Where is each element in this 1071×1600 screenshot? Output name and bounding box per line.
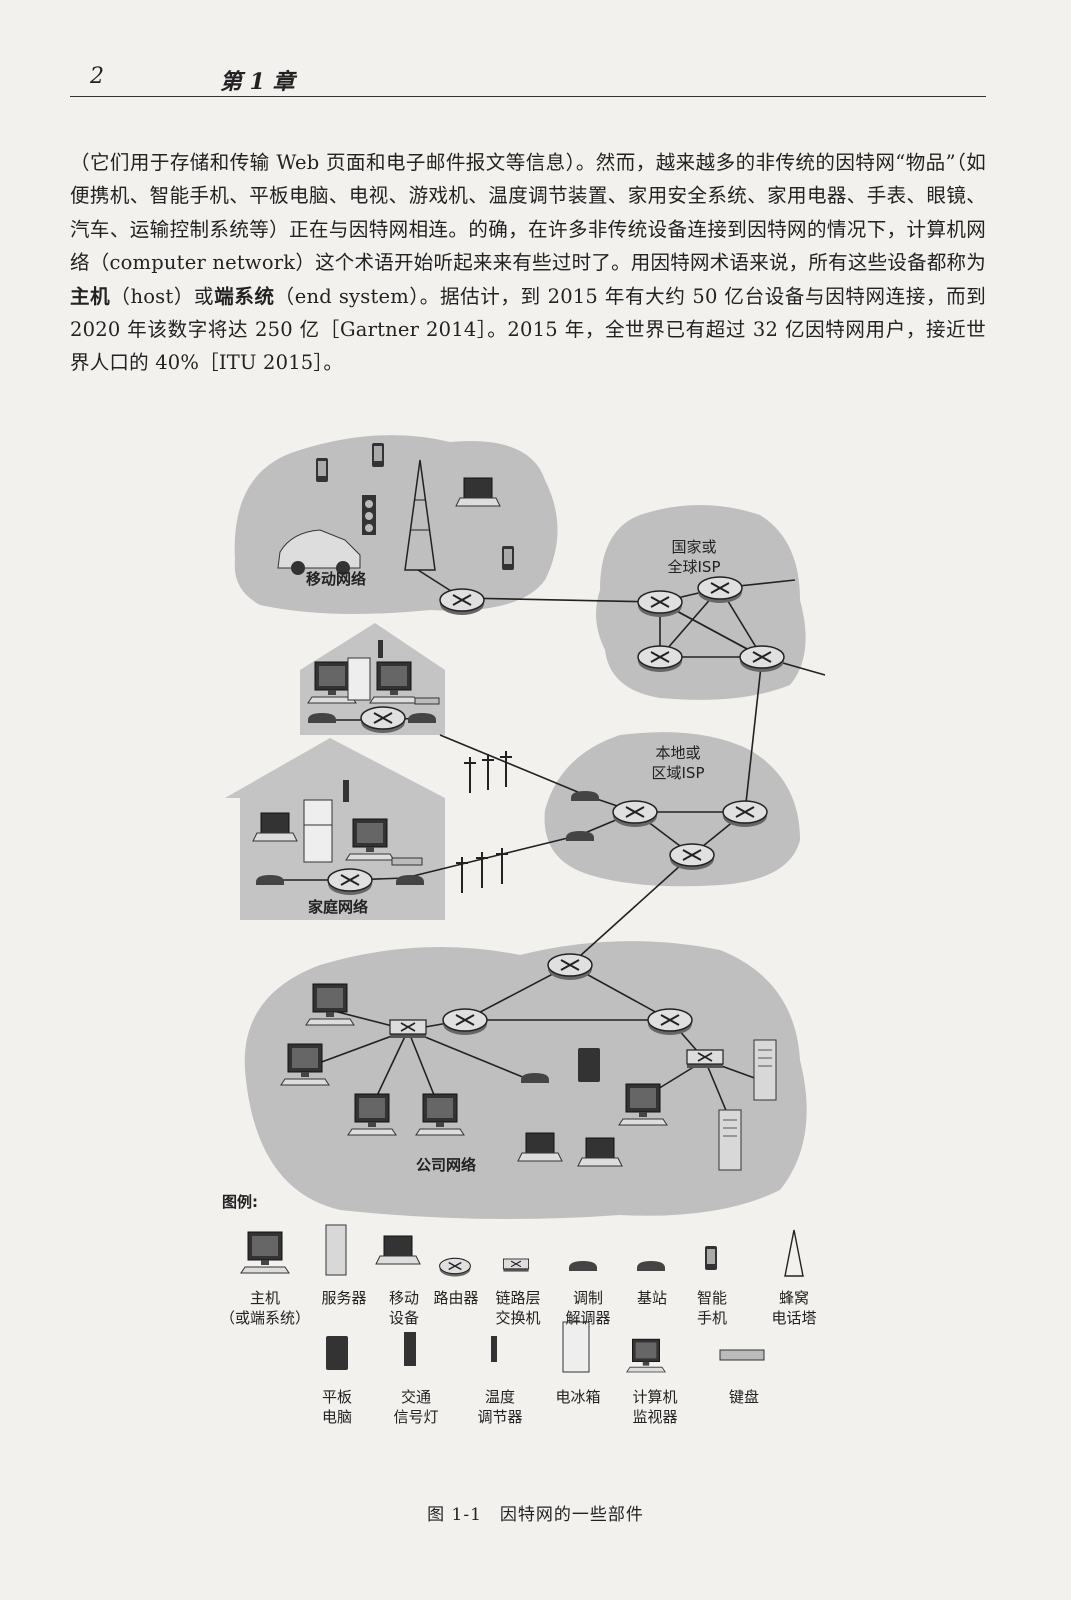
- legend-keyboard: 键盘: [729, 1388, 759, 1406]
- home-network-lower: [225, 738, 445, 920]
- term-end-system: 端系统: [214, 284, 275, 308]
- router-icon: [438, 1257, 472, 1278]
- legend-traffic-light-line2: 信号灯: [393, 1408, 438, 1426]
- legend-base-station: 基站: [637, 1289, 667, 1307]
- legend-smartphone-line1: 智能: [697, 1289, 727, 1307]
- legend-switch-line2: 交换机: [495, 1309, 540, 1327]
- legend-thermostat-line1: 温度: [485, 1388, 515, 1406]
- label-local-isp-line2: 区域ISP: [652, 764, 705, 782]
- legend-modem-line2: 解调器: [565, 1309, 610, 1327]
- legend-smartphone-line2: 手机: [697, 1309, 727, 1327]
- legend-host-line2: （或端系统）: [220, 1309, 310, 1327]
- legend-router: 路由器: [433, 1289, 478, 1307]
- cell-tower-icon: [404, 459, 436, 571]
- traffic-light-icon: [404, 1332, 416, 1366]
- tablet-icon: [578, 1048, 600, 1082]
- legend-tablet-line2: 电脑: [322, 1408, 352, 1426]
- legend-traffic-light-line1: 交通: [401, 1388, 431, 1406]
- legend-thermostat-line2: 调节器: [477, 1408, 522, 1426]
- page-number: 2: [90, 64, 104, 89]
- monitor-icon: [626, 1338, 666, 1373]
- base-station-icon: [637, 1261, 665, 1271]
- legend-title: 图例:: [222, 1193, 258, 1211]
- term-host: 主机: [70, 284, 111, 308]
- label-enterprise-network: 公司网络: [416, 1156, 476, 1174]
- figure-caption: 图 1-1 因特网的一些部件: [427, 1505, 644, 1525]
- legend-server: 服务器: [321, 1289, 366, 1307]
- keyboard-icon: [414, 697, 440, 705]
- home-network-upper: [300, 623, 445, 735]
- modem-icon: [569, 1261, 597, 1271]
- smartphone-icon: [705, 1246, 717, 1270]
- text-after: （end system）。据估计，到 2015 年有大约 50 亿台设备与因特网…: [70, 284, 986, 375]
- legend-mobile-line1: 移动: [389, 1289, 419, 1307]
- cell-tower-icon: [784, 1229, 804, 1277]
- mobile-device-icon: [375, 1235, 421, 1265]
- legend-host-line1: 主机: [250, 1289, 280, 1307]
- refrigerator-icon: [562, 1321, 590, 1373]
- thermostat-icon: [491, 1336, 497, 1362]
- legend-refrigerator: 电冰箱: [555, 1388, 600, 1406]
- network-diagram: 移动网络 国家或 全球ISP 本地或 区域ISP 家庭网络 公司网络 图例: 主…: [220, 435, 826, 1426]
- chapter-title: 第 1 章: [220, 69, 295, 95]
- legend-switch-line1: 链路层: [495, 1289, 540, 1307]
- text-host-en: （host）或: [110, 284, 215, 308]
- legend-tablet-line1: 平板: [322, 1388, 352, 1406]
- mobile-network-cloud: [234, 435, 558, 614]
- legend-monitor-line1: 计算机: [632, 1388, 677, 1406]
- label-local-isp-line1: 本地或: [655, 744, 700, 762]
- server-icon: [325, 1224, 347, 1276]
- legend-modem-line1: 调制: [573, 1289, 603, 1307]
- legend-monitor-line2: 监视器: [632, 1408, 677, 1426]
- refrigerator-icon: [347, 657, 371, 701]
- label-home-network: 家庭网络: [308, 898, 368, 916]
- legend: 主机 （或端系统） 服务器 移动 设备 路由器 链路层 交换机 调制 解调器 基…: [220, 1224, 817, 1426]
- text-before-host: （它们用于存储和传输 Web 页面和电子邮件报文等信息）。然而，越来越多的非传统…: [70, 151, 986, 275]
- page-header: 2 第 1 章: [70, 62, 986, 97]
- link-layer-switch-icon: [502, 1258, 530, 1273]
- legend-cell-tower-line1: 蜂窝: [779, 1289, 809, 1307]
- figure-internet-components: 移动网络 国家或 全球ISP 本地或 区域ISP 家庭网络 公司网络 图例: 主…: [0, 420, 1071, 1500]
- keyboard-icon: [719, 1349, 765, 1361]
- label-national-isp-line2: 全球ISP: [668, 558, 721, 576]
- local-isp-cloud: [544, 732, 800, 887]
- national-isp-cloud: [596, 505, 806, 700]
- body-paragraph: （它们用于存储和传输 Web 页面和电子邮件报文等信息）。然而，越来越多的非传统…: [70, 146, 986, 380]
- legend-cell-tower-line2: 电话塔: [771, 1309, 816, 1327]
- tablet-icon: [326, 1336, 348, 1370]
- label-national-isp-line1: 国家或: [671, 538, 716, 556]
- label-mobile-network: 移动网络: [306, 570, 366, 588]
- car-icon: [277, 529, 361, 569]
- host-icon: [240, 1231, 290, 1274]
- legend-mobile-line2: 设备: [389, 1309, 419, 1327]
- thermostat-icon: [378, 640, 383, 658]
